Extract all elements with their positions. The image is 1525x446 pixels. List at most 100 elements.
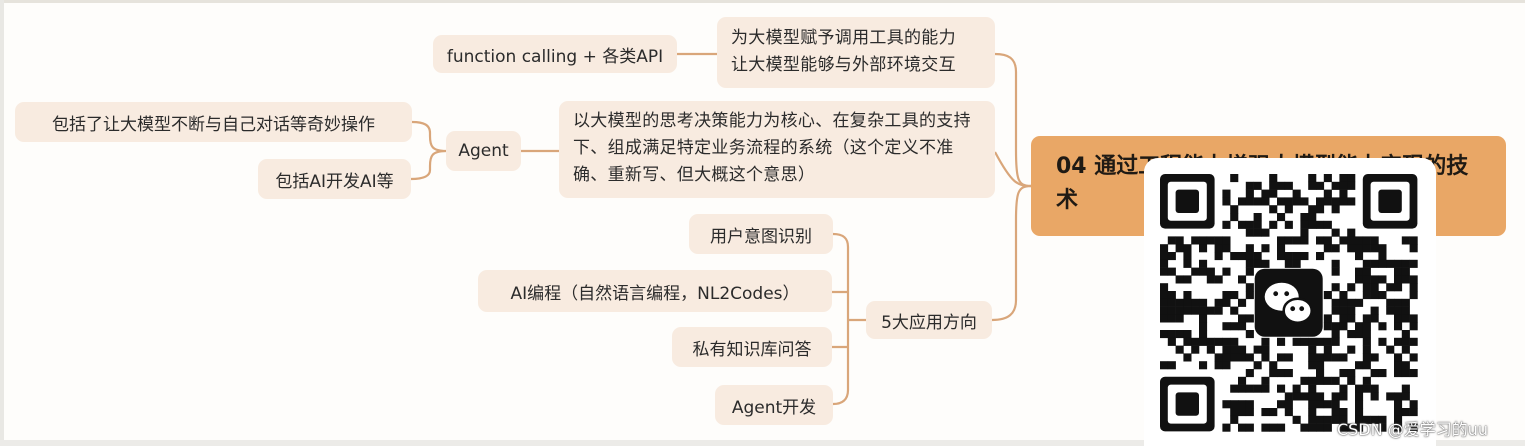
qr-module (1362, 283, 1371, 292)
qr-module (1339, 353, 1348, 362)
qr-module (1292, 189, 1301, 198)
qr-module (1347, 197, 1356, 206)
qr-module (1300, 423, 1309, 432)
qr-module (1331, 306, 1340, 315)
qr-module (1245, 408, 1254, 417)
qr-module (1394, 283, 1403, 292)
qr-module (1238, 345, 1247, 354)
qr-module (1269, 423, 1278, 432)
qr-module (1355, 384, 1364, 393)
qr-module (1316, 236, 1325, 245)
qr-module (1347, 244, 1356, 253)
qr-module (1401, 259, 1410, 268)
qr-module (1308, 174, 1317, 183)
qr-module (1323, 322, 1332, 331)
qr-module (1175, 345, 1184, 354)
qr-module (1222, 236, 1231, 245)
qr-module (1331, 181, 1340, 190)
qr-module (1323, 291, 1332, 300)
qr-module (1394, 298, 1403, 307)
qr-module (1331, 205, 1340, 214)
qr-module (1409, 244, 1418, 253)
qr-module (1222, 423, 1231, 432)
app-1-label: 用户意图识别 (710, 226, 812, 247)
qr-module (1323, 244, 1332, 253)
qr-module (1362, 244, 1371, 253)
qr-module (1401, 298, 1410, 307)
qr-module (1308, 213, 1317, 222)
qr-module (1339, 181, 1348, 190)
qr-module (1370, 314, 1379, 323)
qr-module (1316, 220, 1325, 229)
qr-module (1292, 392, 1301, 401)
qr-module (1206, 267, 1215, 276)
qr-module (1300, 252, 1309, 261)
qr-module (1230, 205, 1239, 214)
node-agent-ai-dev: 包括AI开发AI等 (258, 159, 411, 199)
qr-module (1230, 174, 1239, 183)
qr-module (1206, 236, 1215, 245)
qr-module (1347, 376, 1356, 385)
qr-module (1269, 189, 1278, 198)
qr-module (1355, 400, 1364, 409)
qr-module (1284, 205, 1293, 214)
qr-module (1277, 337, 1286, 346)
qr-module (1183, 291, 1192, 300)
qr-module (1362, 322, 1371, 331)
qr-module (1316, 376, 1325, 385)
qr-module (1300, 228, 1309, 237)
qr-module (1261, 345, 1270, 354)
qr-module (1370, 384, 1379, 393)
qr-module (1394, 400, 1403, 409)
app-4-label: Agent开发 (731, 397, 817, 418)
qr-module (1277, 181, 1286, 190)
qr-module (1238, 314, 1247, 323)
qr-module (1378, 259, 1387, 268)
qr-module (1245, 181, 1254, 190)
qr-module (1308, 205, 1317, 214)
qr-module (1191, 267, 1200, 276)
qr-module (1331, 330, 1340, 339)
qr-module (1316, 353, 1325, 362)
qr-module (1355, 415, 1364, 424)
qr-module (1331, 400, 1340, 409)
qr-module (1183, 298, 1192, 307)
qr-module (1386, 259, 1395, 268)
qr-module (1409, 322, 1418, 331)
qr-module (1339, 314, 1348, 323)
qr-module (1331, 408, 1340, 417)
qr-module (1323, 353, 1332, 362)
connector-root-agent (994, 151, 1032, 188)
qr-module (1308, 423, 1317, 432)
qr-module (1199, 322, 1208, 331)
qr-module (1277, 197, 1286, 206)
qr-module (1316, 181, 1325, 190)
qr-module (1323, 337, 1332, 346)
qr-module (1167, 252, 1176, 261)
qr-module (1308, 361, 1317, 370)
qr-module (1175, 275, 1184, 284)
qr-module (1277, 423, 1286, 432)
qr-module (1245, 259, 1254, 268)
qr-module (1308, 400, 1317, 409)
qr-module (1245, 384, 1254, 393)
qr-module (1355, 361, 1364, 370)
qr-module (1292, 415, 1301, 424)
qr-module (1409, 337, 1418, 346)
qr-module (1316, 197, 1325, 206)
qr-module (1206, 345, 1215, 354)
qr-module (1214, 361, 1223, 370)
qr-module (1284, 220, 1293, 229)
qr-module (1378, 291, 1387, 300)
qr-module (1347, 306, 1356, 315)
qr-module (1409, 236, 1418, 245)
qr-module (1245, 189, 1254, 198)
qr-module (1347, 298, 1356, 307)
qr-module (1323, 423, 1332, 432)
qr-module (1378, 415, 1387, 424)
qr-module (1316, 400, 1325, 409)
qr-module (1409, 283, 1418, 292)
qr-module (1323, 197, 1332, 206)
qr-module (1222, 322, 1231, 331)
qr-module (1183, 275, 1192, 284)
